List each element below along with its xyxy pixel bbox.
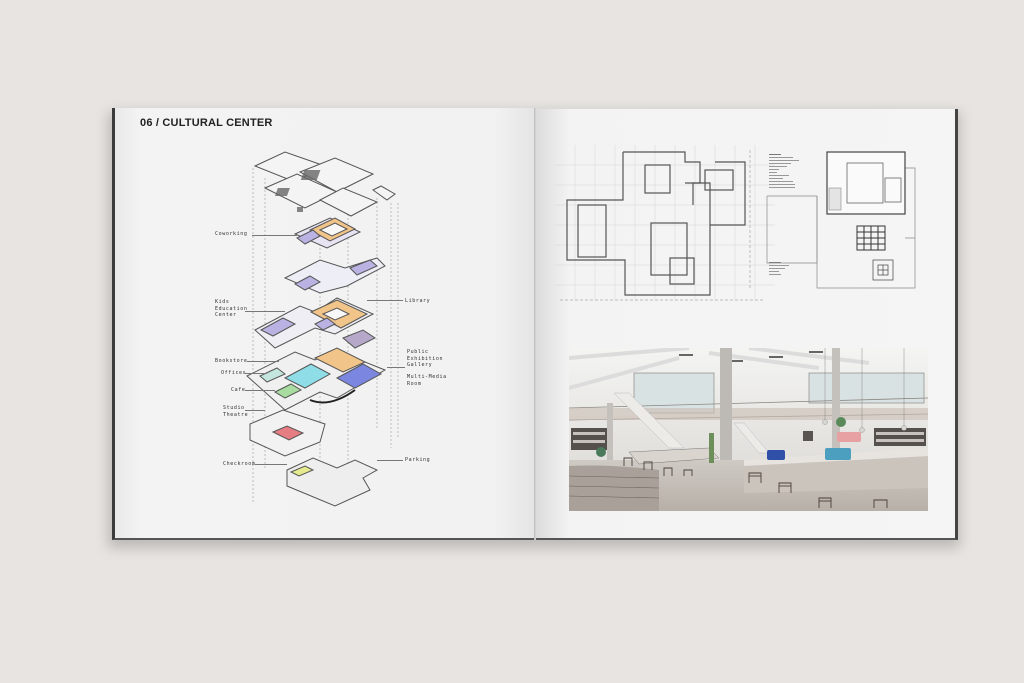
leader-line <box>245 373 267 374</box>
label-parking: Parking <box>405 457 431 463</box>
label-kids-education-center: Kids Education Center <box>215 299 248 318</box>
leader-line <box>377 460 403 461</box>
leader-line <box>245 410 265 411</box>
label-multi-media-room: Multi-Media Room <box>407 374 447 387</box>
exploded-axonometric-diagram <box>246 151 399 507</box>
label-coworking: Coworking <box>215 231 248 237</box>
leader-line <box>247 361 279 362</box>
upper-floor-plan <box>766 151 916 289</box>
label-checkroom: Checkroom <box>223 461 256 467</box>
leader-line <box>252 235 297 236</box>
left-page: 06 / CULTURAL CENTER <box>112 108 536 540</box>
leader-line <box>245 390 275 391</box>
page-title: 06 / CULTURAL CENTER <box>140 117 273 129</box>
label-studio-theatre: Studio Theatre <box>223 405 249 418</box>
floor-plan-legend <box>769 154 807 190</box>
leader-line <box>245 311 285 312</box>
leader-line <box>255 464 287 465</box>
leader-line <box>367 300 403 301</box>
label-public-exhibition-gallery: Public Exhibition Gallery <box>407 349 444 368</box>
leader-line <box>387 367 405 368</box>
interior-rendering <box>569 348 928 511</box>
label-bookstore: Bookstore <box>215 358 248 364</box>
label-cafe: Cafe <box>231 387 246 393</box>
floor-plan-legend-secondary <box>769 262 799 277</box>
label-offices: Offices <box>221 370 247 376</box>
ground-floor-plan <box>555 145 775 301</box>
label-library: Library <box>405 298 431 304</box>
book-spine <box>534 108 537 540</box>
